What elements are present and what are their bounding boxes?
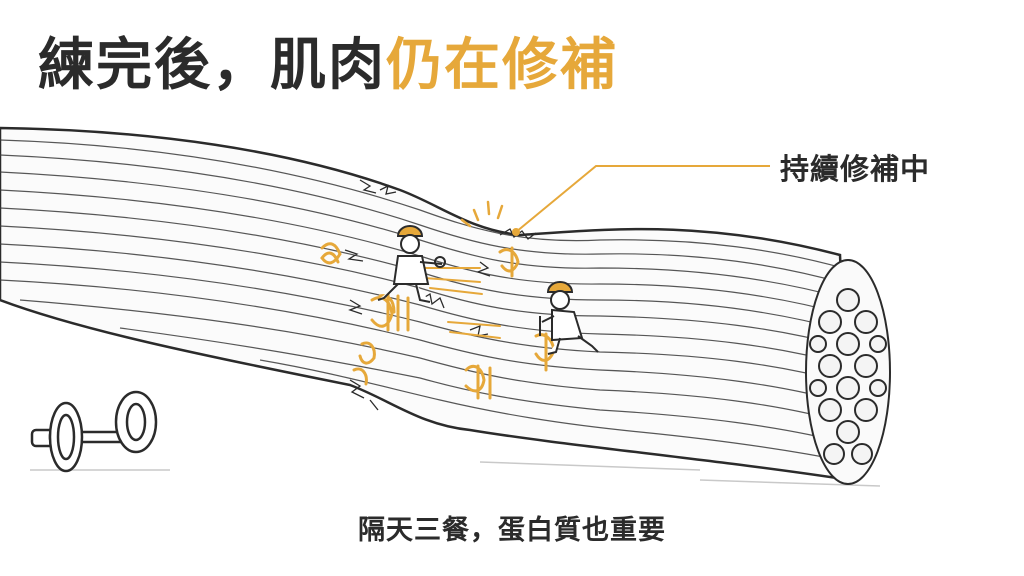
sparkle-icon bbox=[460, 200, 504, 228]
ground-lines bbox=[30, 461, 881, 487]
muscle-fiber-bundle bbox=[0, 126, 891, 485]
worker-icon bbox=[377, 225, 446, 303]
dumbbell-icon bbox=[30, 390, 158, 473]
bundle-cross-section bbox=[805, 259, 891, 485]
caption: 隔天三餐，蛋白質也重要 bbox=[358, 515, 666, 546]
title-part-2-highlight: 仍在修補 bbox=[386, 33, 618, 98]
page-title: 練完後，肌肉仍在修補 bbox=[38, 26, 618, 106]
callout-label: 持續修補中 bbox=[780, 152, 931, 186]
worker-icon bbox=[539, 281, 599, 355]
callout-leader bbox=[512, 165, 770, 236]
repair-bindings bbox=[320, 242, 556, 400]
title-part-1: 練完後，肌肉 bbox=[38, 33, 386, 98]
